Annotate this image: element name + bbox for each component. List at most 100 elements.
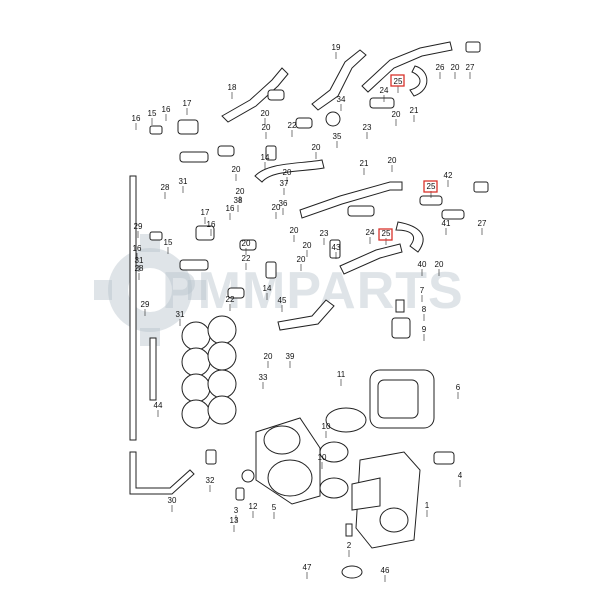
callout-20: 20 xyxy=(392,110,401,119)
fitting-27-upper xyxy=(465,41,481,53)
callout-37: 37 xyxy=(280,179,289,188)
callout-1: 1 xyxy=(425,501,430,510)
valve-43 xyxy=(329,239,341,259)
fitting-15-upper xyxy=(149,125,163,135)
callout-16: 16 xyxy=(132,114,141,123)
hose-30 xyxy=(129,451,195,495)
filter-33 xyxy=(181,315,237,429)
callout-9: 9 xyxy=(422,325,427,334)
clip-46 xyxy=(341,565,363,579)
callout-40: 40 xyxy=(418,260,427,269)
bolt-7 xyxy=(395,299,405,313)
callout-7: 7 xyxy=(420,286,425,295)
callout-20: 20 xyxy=(264,352,273,361)
callout-31: 31 xyxy=(179,177,188,186)
hose-19-upper xyxy=(361,41,453,93)
callout-17: 17 xyxy=(201,208,210,217)
clamp-10-lower xyxy=(319,477,349,499)
callout-20: 20 xyxy=(242,239,251,248)
fitting-14-upper xyxy=(265,145,277,161)
callout-22: 22 xyxy=(226,295,235,304)
callout-2: 2 xyxy=(347,541,352,550)
callout-6: 6 xyxy=(456,383,461,392)
callout-14: 14 xyxy=(263,284,272,293)
callout-33: 33 xyxy=(259,373,268,382)
callout-42: 42 xyxy=(444,171,453,180)
callout-38: 38 xyxy=(234,196,243,205)
callout-35: 35 xyxy=(333,132,342,141)
clamp-11 xyxy=(325,407,367,433)
hose-19 xyxy=(311,49,367,111)
callout-29: 29 xyxy=(141,300,150,309)
callout-36: 36 xyxy=(279,199,288,208)
hose-21-loop xyxy=(339,243,403,275)
callout-25: 25 xyxy=(382,229,391,238)
callout-44: 44 xyxy=(154,401,163,410)
callout-16: 16 xyxy=(162,105,171,114)
valve-17-middle xyxy=(195,225,215,241)
callout-20: 20 xyxy=(236,187,245,196)
hose-21-upper xyxy=(409,65,428,97)
callout-16: 16 xyxy=(133,244,142,253)
connector-31-upper xyxy=(179,151,209,163)
valve-35 xyxy=(325,111,341,127)
callout-17: 17 xyxy=(183,99,192,108)
callout-11: 11 xyxy=(337,370,346,379)
callout-43: 43 xyxy=(332,243,341,252)
callout-20: 20 xyxy=(290,226,299,235)
callout-20: 20 xyxy=(297,255,306,264)
valve-17-upper xyxy=(177,119,199,135)
callout-5: 5 xyxy=(272,503,277,512)
middle-hose-group xyxy=(149,159,489,331)
fitting-32 xyxy=(205,449,217,465)
callout-16: 16 xyxy=(207,220,216,229)
hose-37 xyxy=(254,159,325,183)
callout-27: 27 xyxy=(466,63,475,72)
air-meter-6 xyxy=(369,369,435,429)
callout-46: 46 xyxy=(381,566,390,575)
callout-27: 27 xyxy=(478,219,487,228)
hose-21-middle xyxy=(299,181,403,219)
callout-41: 41 xyxy=(442,219,451,228)
hose-22-e xyxy=(227,287,245,299)
watermark-text: PMMPARTS xyxy=(162,262,464,320)
callout-12: 12 xyxy=(249,502,258,511)
hose-29-upper xyxy=(129,175,137,441)
callout-15: 15 xyxy=(164,238,173,247)
callout-20: 20 xyxy=(272,203,281,212)
sensor-9 xyxy=(391,317,411,339)
callout-32: 32 xyxy=(206,476,215,485)
callout-3: 3 xyxy=(234,506,239,515)
hose-22-c xyxy=(217,145,235,157)
highlight-box-25-upper xyxy=(390,74,405,87)
highlight-box-25-lower xyxy=(378,228,393,241)
intake-group xyxy=(235,299,455,579)
connector-23-upper xyxy=(369,97,395,109)
hose-21-lower xyxy=(395,221,424,253)
callout-20: 20 xyxy=(283,168,292,177)
callout-23: 23 xyxy=(320,229,329,238)
callout-31: 31 xyxy=(135,256,144,265)
callout-21: 21 xyxy=(410,106,419,115)
callout-20: 20 xyxy=(261,109,270,118)
hose-41 xyxy=(441,209,465,220)
throttle-body-1 xyxy=(351,451,421,549)
callout-29: 29 xyxy=(134,222,143,231)
fitting-14-middle xyxy=(265,261,277,279)
callout-24: 24 xyxy=(366,228,375,237)
callout-20: 20 xyxy=(451,63,460,72)
callout-4: 4 xyxy=(458,471,463,480)
hose-22-b xyxy=(295,117,313,129)
callout-20: 20 xyxy=(312,143,321,152)
callout-28: 28 xyxy=(161,183,170,192)
callout-13: 13 xyxy=(230,516,239,525)
callout-24: 24 xyxy=(380,86,389,95)
callout-39: 39 xyxy=(286,352,295,361)
callout-8: 8 xyxy=(422,305,427,314)
bracket-44 xyxy=(149,337,157,401)
callout-26: 26 xyxy=(436,63,445,72)
hose-18 xyxy=(221,67,289,123)
callout-31: 31 xyxy=(176,310,185,319)
